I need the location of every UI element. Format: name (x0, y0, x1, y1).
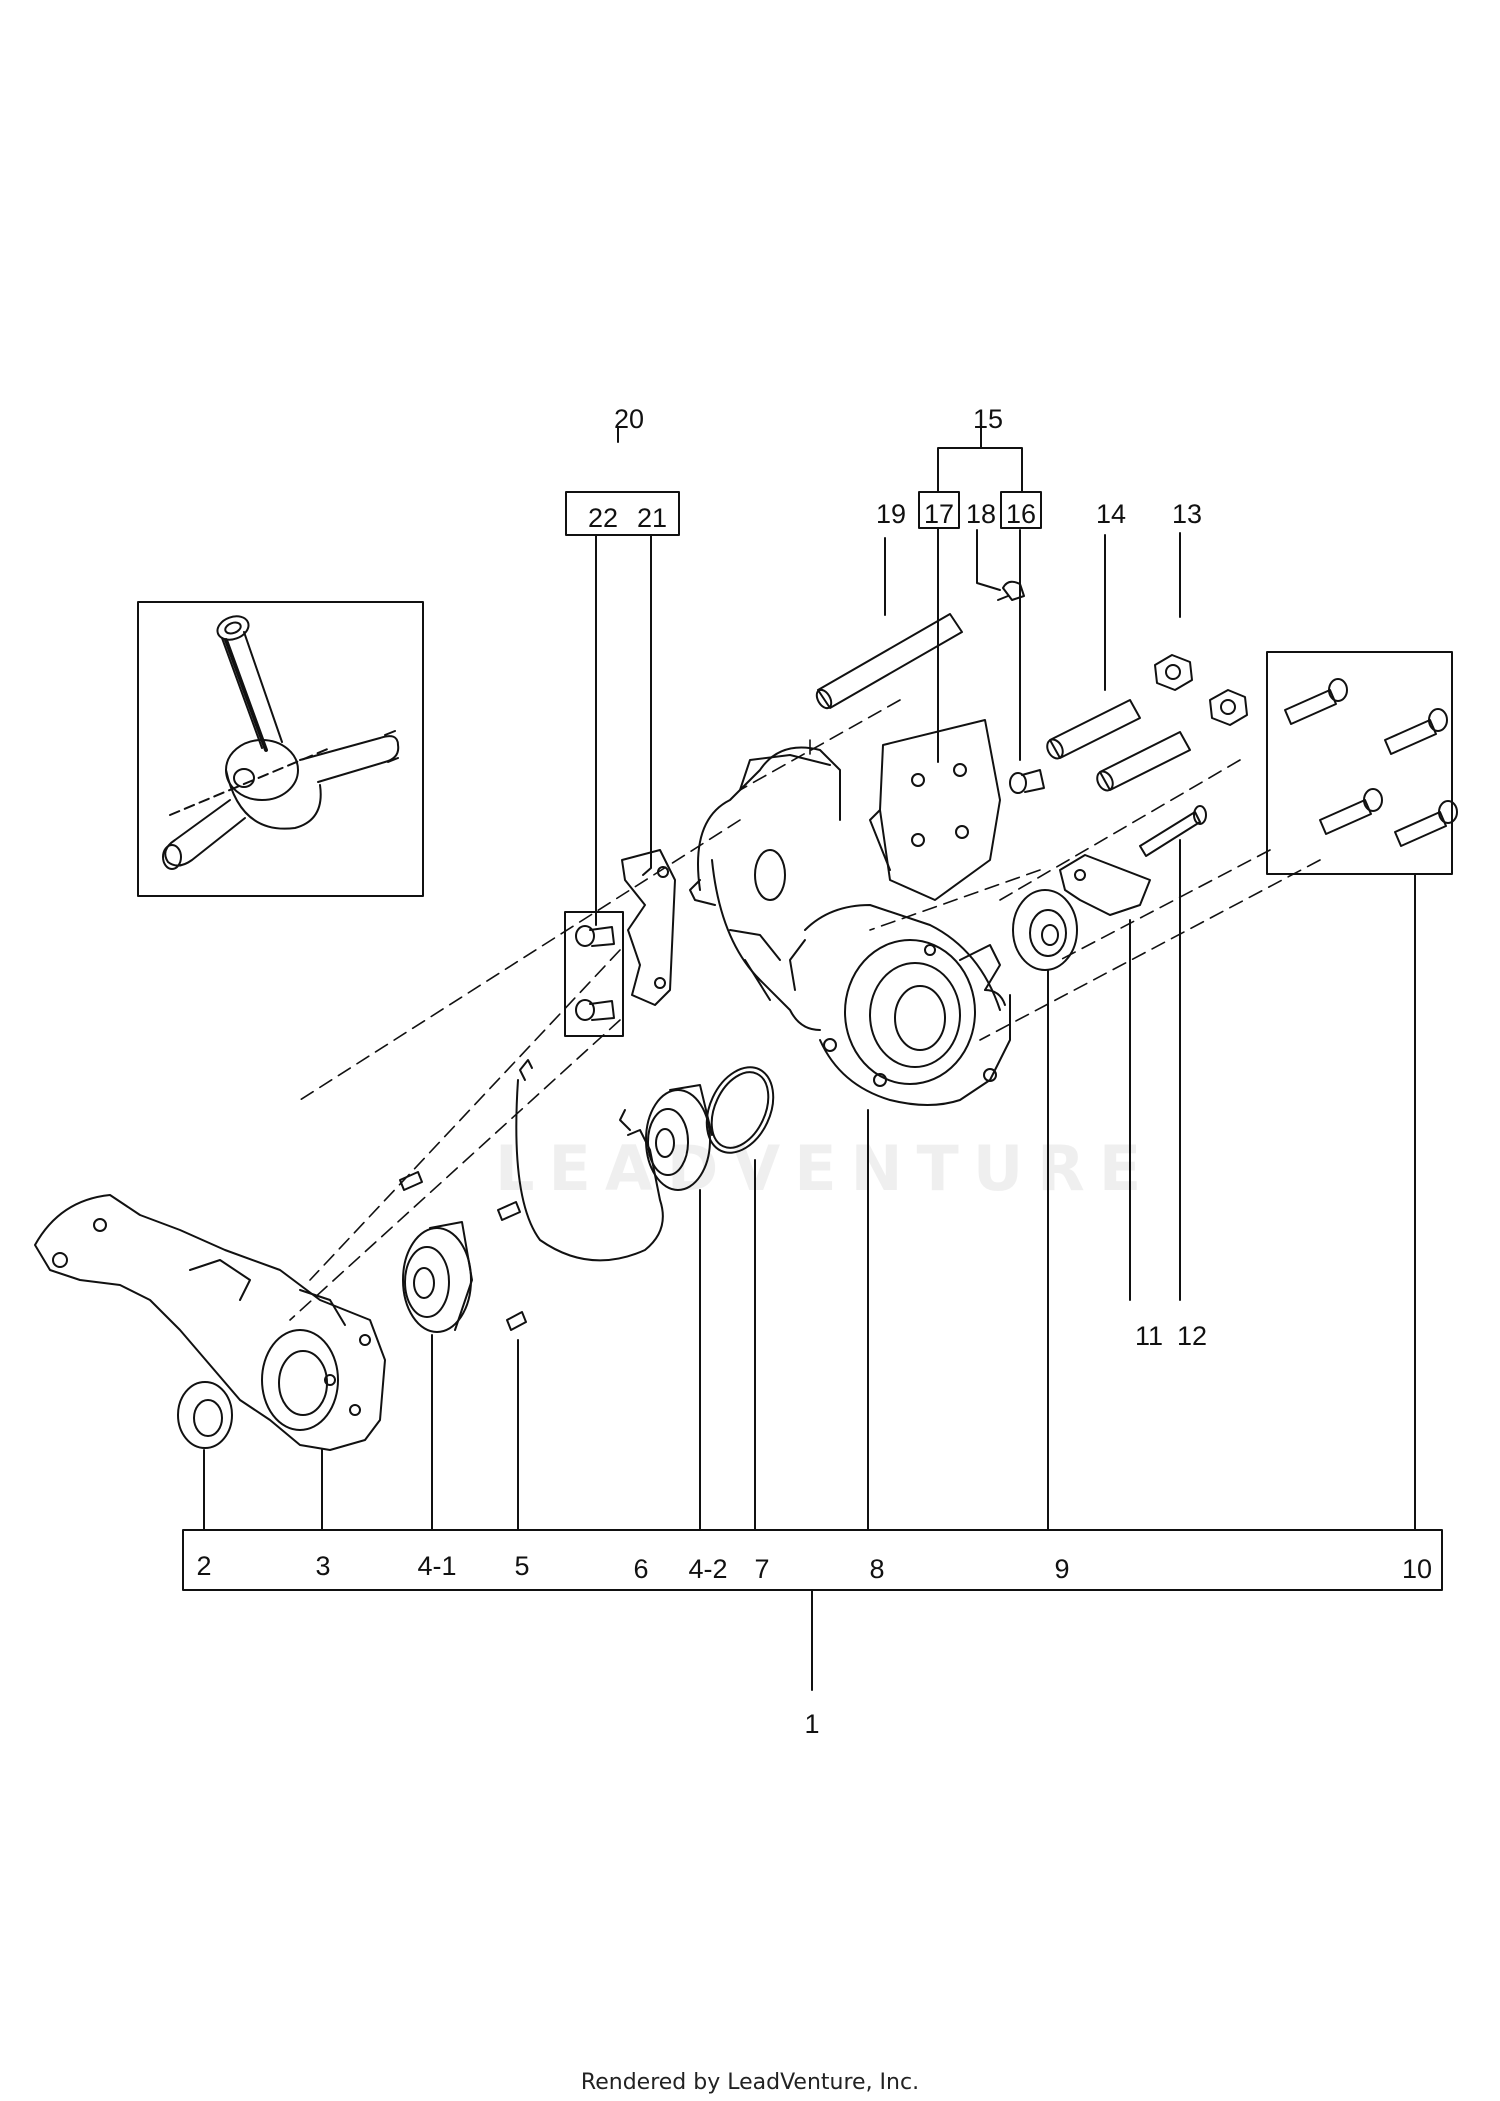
label-5: 5 (514, 1551, 529, 1581)
label-15: 15 (973, 404, 1003, 434)
label-17: 17 (924, 499, 954, 529)
screw-18 (997, 580, 1025, 601)
label-12: 12 (1177, 1321, 1207, 1351)
crankshaft-inset-box (137, 601, 424, 897)
label-4-1: 4-1 (417, 1551, 456, 1581)
retaining-ring-7 (705, 1066, 775, 1154)
pin-19 (815, 613, 963, 710)
label-11: 11 (1135, 1321, 1163, 1351)
label-2: 2 (196, 1551, 211, 1581)
nut-13-pair (1154, 654, 1248, 726)
label-1: 1 (804, 1709, 819, 1739)
crankcase-half-3 (34, 1194, 386, 1451)
bolt-12 (1139, 805, 1207, 857)
crankcase-half-8 (689, 746, 1011, 1106)
label-8: 8 (869, 1554, 884, 1584)
seal-9 (1012, 889, 1078, 971)
screw-16 (1009, 769, 1045, 794)
label-13: 13 (1172, 499, 1202, 529)
bearing-4-1 (402, 1221, 473, 1333)
label-9: 9 (1054, 1554, 1069, 1584)
bolts-10 (1284, 678, 1458, 847)
label-16: 16 (1006, 499, 1036, 529)
label-6: 6 (633, 1554, 648, 1584)
plate-21 (621, 849, 676, 1006)
group-box-20 (565, 491, 680, 536)
part-labels: 20 22 21 15 19 17 18 16 14 13 11 12 2 3 … (196, 404, 1432, 1739)
label-3: 3 (315, 1551, 330, 1581)
label-10: 10 (1402, 1554, 1432, 1584)
assembly-box-1 (182, 1529, 1443, 1591)
screw-22-pair (575, 925, 615, 1021)
footer-credit: Rendered by LeadVenture, Inc. (580, 2070, 920, 2095)
label-4-2: 4-2 (688, 1554, 727, 1584)
stud-14-pair (1046, 699, 1191, 792)
plate-17 (869, 719, 1001, 901)
label-18: 18 (966, 499, 996, 529)
label-7: 7 (754, 1554, 769, 1584)
dowel-pins-5 (399, 1171, 527, 1331)
label-19: 19 (876, 499, 906, 529)
label-14: 14 (1096, 499, 1126, 529)
seal-2 (177, 1381, 233, 1449)
gasket-6 (515, 1059, 664, 1262)
label-21: 21 (637, 503, 667, 533)
label-20: 20 (614, 404, 644, 434)
screw-group-box (564, 911, 624, 1037)
label-22: 22 (588, 503, 618, 533)
alignment-lines (289, 699, 1321, 1321)
box-16 (1000, 491, 1042, 529)
watermark-text: LEADVENTURE (495, 1132, 1155, 1205)
bracket-11 (1059, 854, 1151, 916)
crankshaft-assembly (162, 615, 400, 870)
bolt-group-box (1266, 651, 1453, 875)
